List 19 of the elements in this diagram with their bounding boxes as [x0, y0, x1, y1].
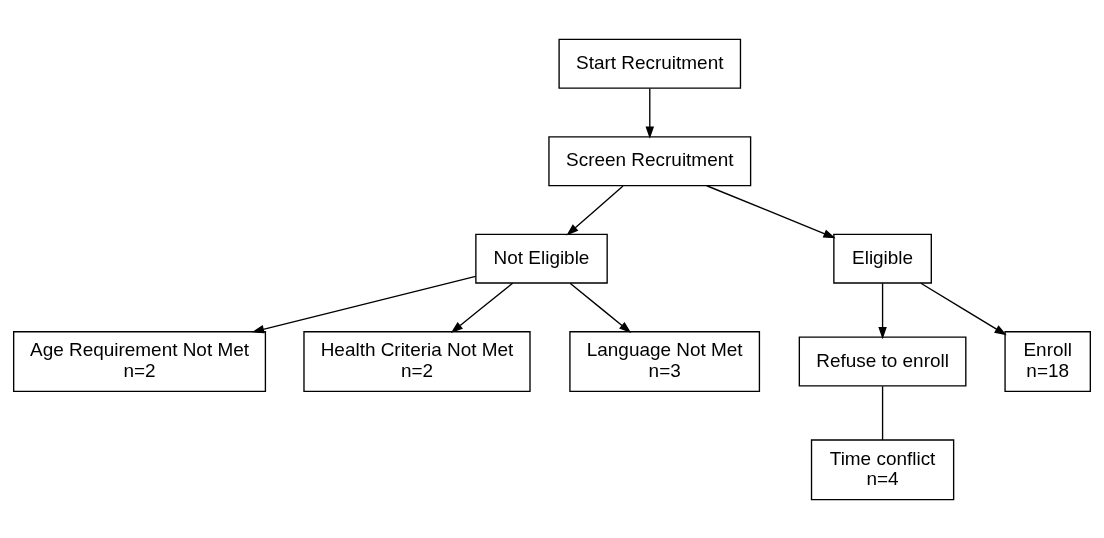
node-box: Eligible [833, 233, 932, 284]
arrow [920, 282, 1007, 335]
node-box: Screen Recruitment [548, 135, 752, 186]
node-box: Age Requirement Not Met n=2 [13, 330, 267, 392]
arrow [645, 87, 655, 139]
arrow [566, 184, 624, 235]
node-box: Refuse to enroll [798, 336, 967, 387]
node-box: Time conflict n=4 [810, 438, 955, 500]
connector [881, 385, 884, 440]
arrow [706, 184, 836, 238]
node-box: Language Not Met n=3 [569, 330, 761, 392]
arrow [569, 282, 632, 333]
arrow [251, 275, 477, 333]
node-box: Not Eligible [475, 233, 608, 284]
node-box: Enroll n=18 [1004, 330, 1091, 392]
node-box: Health Criteria Not Met n=2 [303, 330, 531, 392]
arrow [878, 282, 887, 339]
node-box: Start Recruitment [558, 38, 742, 89]
arrow [450, 282, 514, 333]
